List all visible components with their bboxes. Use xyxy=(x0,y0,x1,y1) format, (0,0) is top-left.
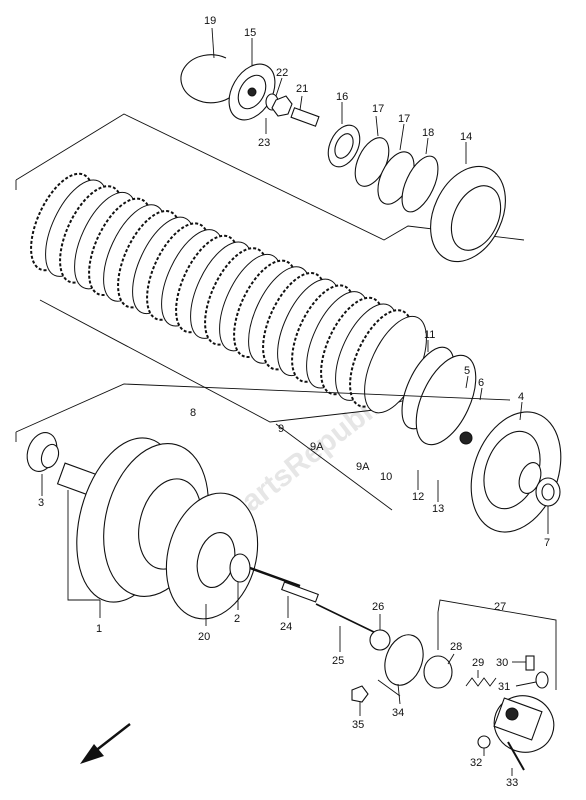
callout-1: 1 xyxy=(96,623,102,635)
release-group-outline xyxy=(437,599,557,690)
part-19-circlip xyxy=(180,27,237,104)
part-7-washer xyxy=(535,477,561,534)
callout-14: 14 xyxy=(460,131,472,143)
part-27-release-cylinder xyxy=(493,695,555,753)
part-33-bolt xyxy=(507,741,525,776)
part-16-bearing xyxy=(327,102,361,168)
callout-9a-2: 9A xyxy=(356,461,370,473)
callout-5: 5 xyxy=(464,365,470,377)
plates-group-outline xyxy=(39,299,431,423)
callout-23: 23 xyxy=(258,137,270,149)
part-26-oil-seal xyxy=(369,614,391,651)
part-21-bolt xyxy=(290,95,320,127)
part-25-push-rod xyxy=(315,603,379,652)
callout-9: 9 xyxy=(278,423,284,435)
callout-17-a: 17 xyxy=(372,103,384,115)
lower-group-outline xyxy=(15,383,511,511)
callout-27: 27 xyxy=(494,601,506,613)
part-20-oil-pump-gear xyxy=(165,492,259,626)
callout-12: 12 xyxy=(412,491,424,503)
callout-6: 6 xyxy=(478,377,484,389)
clutch-plate-stack xyxy=(30,172,427,414)
part-35-bolt xyxy=(351,685,369,716)
callout-31: 31 xyxy=(498,681,510,693)
part-29-spring xyxy=(465,670,497,687)
part-4-sleeve-hub xyxy=(470,401,562,533)
callout-8: 8 xyxy=(190,407,196,419)
callout-16: 16 xyxy=(336,91,348,103)
callout-30: 30 xyxy=(496,657,508,669)
callout-22: 22 xyxy=(276,67,288,79)
callout-24: 24 xyxy=(280,621,292,633)
callout-21: 21 xyxy=(296,83,308,95)
callout-26: 26 xyxy=(372,601,384,613)
callout-13: 13 xyxy=(432,503,444,515)
callout-15: 15 xyxy=(244,27,256,39)
callout-10: 10 xyxy=(380,471,392,483)
callout-20: 20 xyxy=(198,631,210,643)
part-12-13-clutch-parts xyxy=(417,470,439,502)
part-3-needle-bearing xyxy=(26,432,60,496)
part-31-bolt xyxy=(515,671,549,689)
part-28-piston xyxy=(423,653,455,689)
part-24-push-rod xyxy=(249,566,319,618)
part-5-6-seat-washers xyxy=(415,354,483,446)
part-23-nut xyxy=(265,95,293,134)
part-32-dowel xyxy=(477,735,491,756)
callout-35: 35 xyxy=(352,719,364,731)
callout-34: 34 xyxy=(392,707,404,719)
part-34-cover xyxy=(377,634,424,705)
callout-25: 25 xyxy=(332,655,344,667)
callout-33: 33 xyxy=(506,777,518,789)
part-14-pressure-plate xyxy=(430,142,506,263)
callout-19: 19 xyxy=(204,15,216,27)
callout-4: 4 xyxy=(518,391,524,403)
part-15-lifter-plate xyxy=(228,38,276,121)
callout-9a-1: 9A xyxy=(310,441,324,453)
callout-2: 2 xyxy=(234,613,240,625)
callout-17-b: 17 xyxy=(398,113,410,125)
part-18-spring-washer xyxy=(401,137,439,213)
callout-3: 3 xyxy=(38,497,44,509)
part-17-spring-plate-1 xyxy=(354,115,390,187)
callout-28: 28 xyxy=(450,641,462,653)
front-direction-arrow-icon xyxy=(80,723,131,764)
callout-7: 7 xyxy=(544,537,550,549)
callout-labels: 19 15 22 21 23 16 17 17 18 14 11 5 6 4 8… xyxy=(38,15,550,789)
callout-32: 32 xyxy=(470,757,482,769)
callout-11: 11 xyxy=(424,329,435,341)
part-30-bleeder xyxy=(512,655,535,671)
callout-18: 18 xyxy=(422,127,434,139)
callout-29: 29 xyxy=(472,657,484,669)
